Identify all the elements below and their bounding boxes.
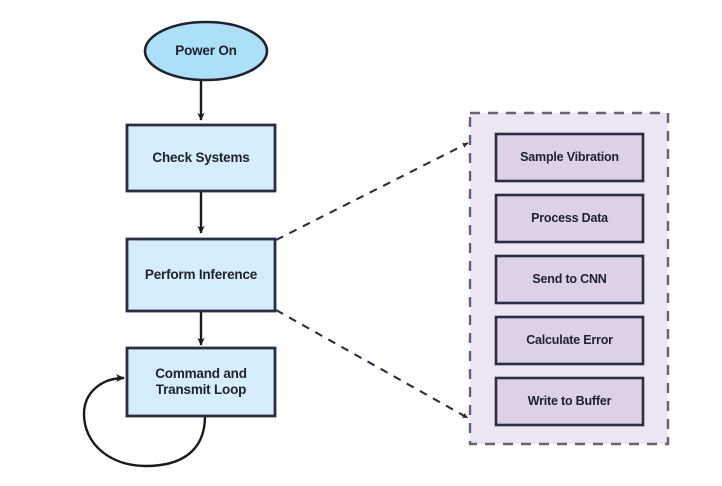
sub-node-process-data[interactable] (494, 193, 645, 244)
sub-node-write-to-buffer[interactable] (494, 376, 645, 427)
callout-connector-lower (275, 309, 469, 419)
callout-connector-upper (275, 142, 469, 241)
node-perform-inference[interactable] (125, 237, 277, 313)
connector-command-loop-self-loop (82, 374, 207, 468)
node-command-transmit-loop[interactable] (125, 346, 277, 418)
sub-node-sample-vibration[interactable] (494, 132, 645, 183)
node-check-systems[interactable] (125, 123, 277, 193)
sub-node-send-to-cnn[interactable] (494, 254, 645, 305)
node-power-on[interactable] (143, 20, 269, 82)
sub-node-calculate-error[interactable] (494, 315, 645, 366)
